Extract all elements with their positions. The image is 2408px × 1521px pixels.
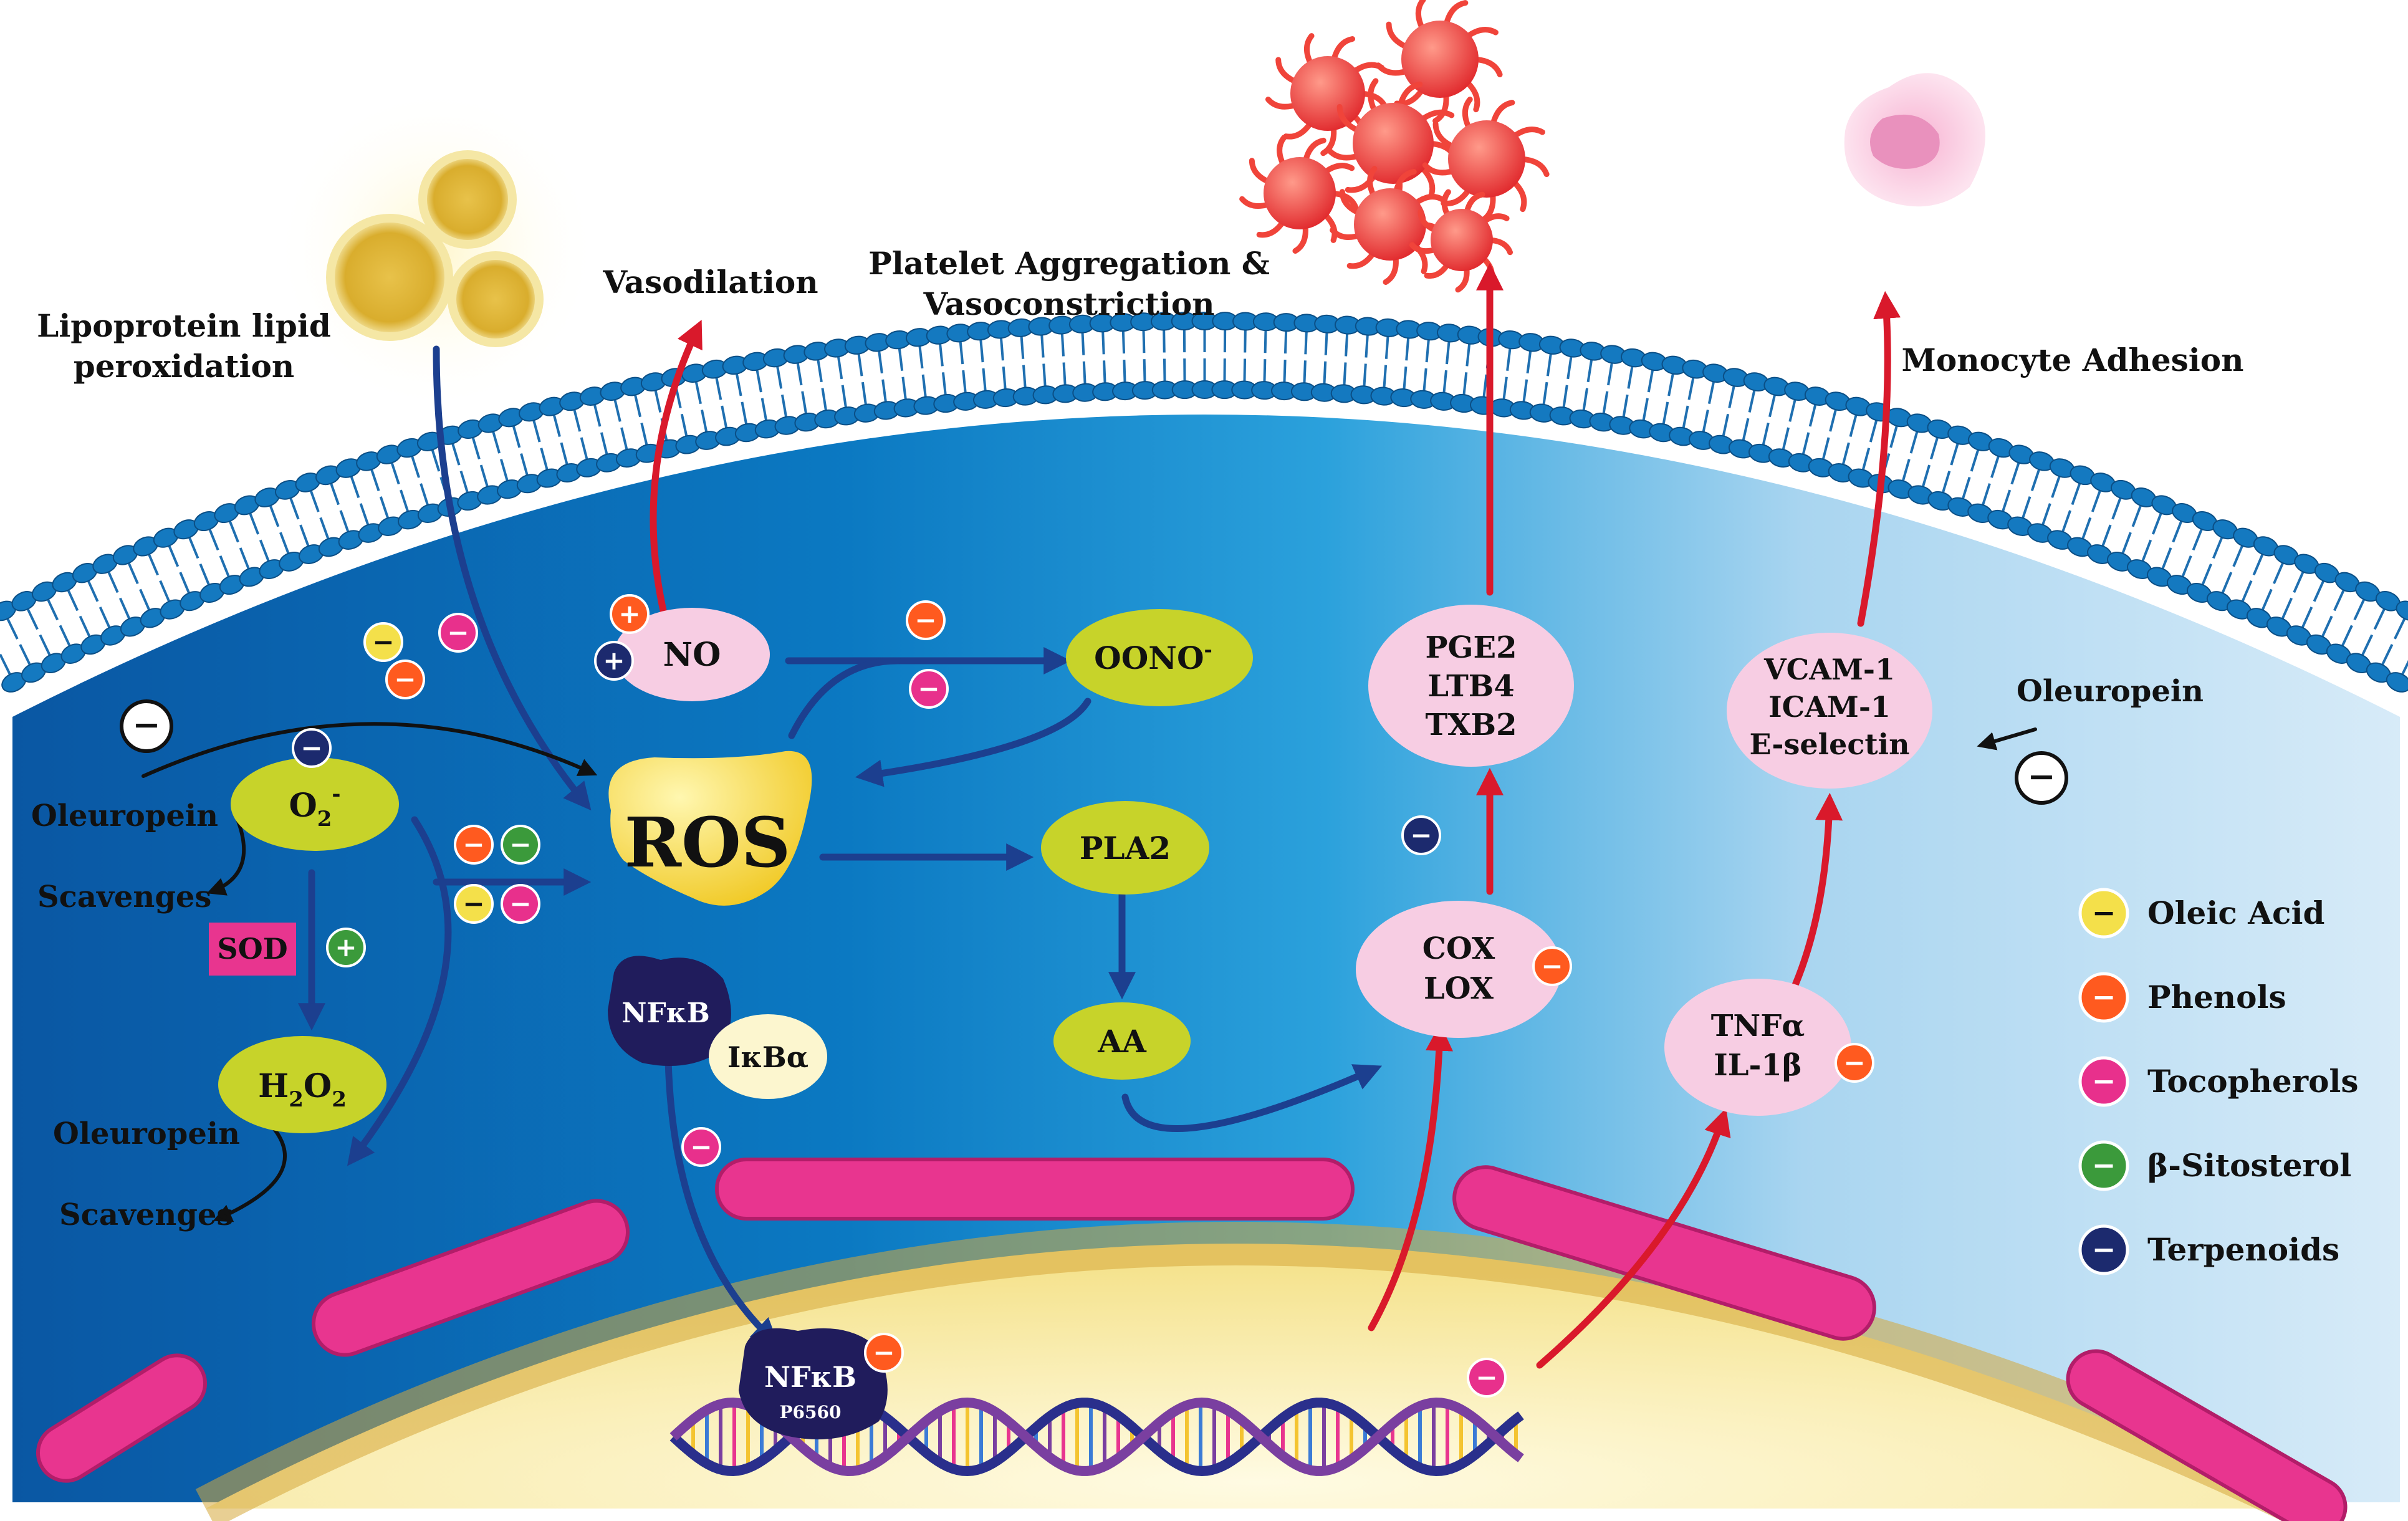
svg-text:COX: COX: [1422, 931, 1495, 966]
svg-text:−: −: [918, 673, 939, 704]
terpenoids-icon: [2078, 1224, 2129, 1275]
svg-text:LOX: LOX: [1424, 971, 1494, 1006]
svg-text:O2-: O2-: [289, 782, 340, 832]
h2o2-node: H2O2: [218, 1036, 386, 1133]
cox-lox-node: COX LOX: [1356, 901, 1561, 1038]
nfkb-nucleus-node: NFκB P6560: [739, 1328, 888, 1440]
legend-label: Oleic Acid: [2147, 895, 2324, 931]
svg-text:SOD: SOD: [217, 932, 287, 966]
svg-text:−: −: [1843, 1047, 1865, 1078]
svg-text:−: −: [1410, 820, 1432, 850]
svg-text:−: −: [2092, 1232, 2116, 1266]
platelet-label-line1: Platelet Aggregation &: [868, 245, 1270, 282]
svg-text:ROS: ROS: [625, 802, 791, 883]
svg-text:−: −: [463, 888, 484, 919]
svg-text:−: −: [2092, 980, 2116, 1014]
svg-text:OONO-: OONO-: [1094, 638, 1212, 676]
svg-text:PLA2: PLA2: [1080, 830, 1171, 866]
svg-text:−: −: [394, 664, 416, 694]
legend-label: Phenols: [2147, 979, 2286, 1015]
legend-item: −Phenols: [2078, 972, 2286, 1023]
pla2-node: PLA2: [1041, 801, 1209, 895]
svg-text:H2O2: H2O2: [258, 1067, 347, 1112]
svg-text:LTB4: LTB4: [1427, 669, 1515, 704]
svg-text:IκBα: IκBα: [727, 1040, 808, 1074]
aa-node: AA: [1053, 1002, 1191, 1080]
o2-node: O2-: [231, 757, 399, 851]
monocyte: [1844, 73, 1985, 207]
svg-text:−: −: [372, 626, 394, 657]
svg-text:+: +: [603, 645, 625, 676]
phenols-icon: [2078, 972, 2129, 1023]
legend-item: −β-Sitosterol: [2078, 1140, 2351, 1191]
svg-text:−: −: [463, 829, 484, 860]
lipoprotein-particles: [274, 87, 598, 411]
svg-text:NFκB: NFκB: [764, 1360, 856, 1394]
vasodilation-label: Vasodilation: [602, 264, 818, 300]
svg-text:−: −: [2092, 1148, 2116, 1182]
pathway-arrows: [142, 262, 2037, 1369]
platelet-aggregate: [1239, 0, 1550, 293]
cell-membrane: [0, 312, 2408, 693]
legend-item: −Terpenoids: [2078, 1224, 2339, 1275]
scavenges-label-h2o2: Scavenges: [59, 1197, 233, 1232]
platelet-label-line2: Vasoconstriction: [923, 285, 1214, 322]
legend-item: −Oleic Acid: [2078, 888, 2324, 939]
svg-text:IL-1β: IL-1β: [1714, 1048, 1801, 1083]
svg-text:TNFα: TNFα: [1711, 1009, 1805, 1044]
svg-text:+: +: [618, 598, 640, 629]
svg-text:−: −: [509, 829, 531, 860]
svg-text:−: −: [132, 705, 160, 744]
ros-node: ROS: [608, 751, 812, 906]
svg-text:−: −: [1541, 951, 1563, 981]
sod-box: SOD: [209, 923, 296, 976]
svg-text:TXB2: TXB2: [1426, 708, 1517, 742]
svg-text:−: −: [509, 888, 531, 919]
svg-text:NO: NO: [663, 636, 721, 674]
svg-text:−: −: [1475, 1362, 1497, 1393]
svg-text:ICAM-1: ICAM-1: [1768, 690, 1891, 724]
svg-text:−: −: [2092, 1064, 2116, 1098]
svg-text:−: −: [447, 617, 469, 648]
no-node: NO: [614, 608, 770, 701]
legend-label: Tocopherols: [2147, 1063, 2359, 1100]
legend-label: Terpenoids: [2147, 1231, 2339, 1268]
svg-text:AA: AA: [1097, 1023, 1147, 1060]
svg-text:PGE2: PGE2: [1425, 630, 1517, 665]
oleic-acid-icon: [2078, 888, 2129, 939]
prostaglandin-node: PGE2 LTB4 TXB2: [1368, 605, 1574, 767]
svg-text:VCAM-1: VCAM-1: [1763, 653, 1895, 686]
oono-node: OONO-: [1066, 609, 1253, 706]
scavenges-label-left: Scavenges: [37, 880, 211, 914]
svg-text:−: −: [2092, 896, 2116, 929]
legend-item: −Tocopherols: [2078, 1056, 2359, 1107]
compound-effect-badges: ++−−−−−−−−−−+−−−−−−−−: [120, 594, 2068, 1398]
oleuropein-label-right: Oleuropein: [2017, 674, 2204, 709]
beta-sitosterol-icon: [2078, 1140, 2129, 1191]
svg-text:NFκB: NFκB: [621, 997, 710, 1029]
nuclear-envelope-segments: [36, 1158, 2348, 1521]
nuclear-envelope: [195, 1222, 2316, 1521]
lipoprotein-label-line1: Lipoprotein lipid: [37, 307, 331, 344]
ikba-node: IκBα: [709, 1014, 827, 1099]
cytokines-node: TNFα IL-1β: [1664, 979, 1851, 1116]
legend: −Oleic Acid−Phenols−Tocopherols−β-Sitost…: [2078, 888, 2359, 1275]
svg-text:−: −: [690, 1131, 712, 1162]
lipoprotein-label-line2: peroxidation: [74, 348, 294, 385]
legend-label: β-Sitosterol: [2147, 1147, 2351, 1184]
svg-text:P6560: P6560: [780, 1402, 842, 1423]
nfkb-cytoplasm-node: NFκB: [608, 956, 731, 1066]
svg-text:−: −: [2027, 757, 2055, 796]
oleuropein-label-h2o2: Oleuropein: [53, 1116, 240, 1151]
adhesion-molecules-node: VCAM-1 ICAM-1 E-selectin: [1727, 633, 1932, 789]
svg-text:E-selectin: E-selectin: [1749, 727, 1909, 761]
oleuropein-label-left: Oleuropein: [31, 799, 218, 833]
svg-text:+: +: [335, 932, 357, 962]
svg-text:−: −: [914, 605, 936, 635]
tocopherols-icon: [2078, 1056, 2129, 1107]
svg-text:−: −: [873, 1337, 895, 1368]
monocyte-adhesion-label: Monocyte Adhesion: [1902, 342, 2244, 378]
svg-text:−: −: [300, 732, 322, 763]
